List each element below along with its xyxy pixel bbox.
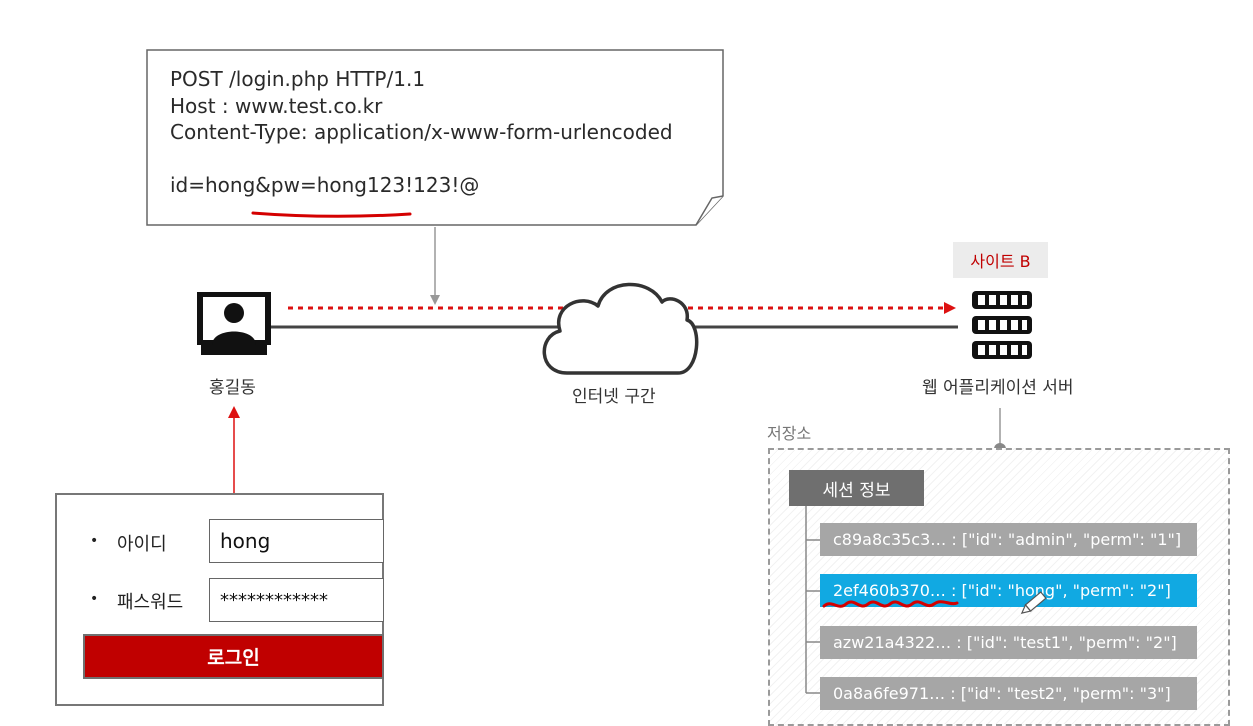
request-host: Host : www.test.co.kr bbox=[170, 93, 383, 118]
cloud-label: 인터넷 구간 bbox=[572, 387, 656, 407]
session-row[interactable]: azw21a4322… : ["id": "test1", "perm": "2… bbox=[820, 626, 1197, 659]
id-label: 아이디 bbox=[117, 534, 167, 555]
site-b-tag: 사이트 B bbox=[953, 242, 1048, 278]
http-request-note bbox=[146, 49, 724, 226]
login-button[interactable]: 로그인 bbox=[83, 634, 384, 679]
session-row[interactable]: 0a8a6fe971… : ["id": "test2", "perm": "3… bbox=[820, 677, 1197, 710]
cloud-icon bbox=[542, 282, 699, 375]
password-input[interactable]: ************ bbox=[209, 578, 384, 622]
request-body: id=hong&pw=hong123!123!@ bbox=[170, 172, 480, 197]
session-row-highlighted[interactable]: 2ef460b370… : ["id": "hong", "perm": "2"… bbox=[820, 574, 1197, 607]
bullet-icon: • bbox=[90, 533, 99, 549]
request-line: POST /login.php HTTP/1.1 bbox=[170, 67, 426, 91]
session-id-squiggle bbox=[822, 600, 959, 608]
credential-underline bbox=[251, 211, 412, 218]
client-label: 홍길동 bbox=[209, 378, 256, 398]
bullet-icon: • bbox=[90, 591, 99, 607]
server-icon bbox=[972, 291, 1032, 359]
http-request-text: POST /login.php HTTP/1.1 Host : www.test… bbox=[170, 66, 673, 198]
storage-label: 저장소 bbox=[767, 424, 812, 443]
user-monitor-icon bbox=[197, 292, 271, 355]
request-content-type: Content-Type: application/x-www-form-url… bbox=[170, 120, 673, 144]
session-row[interactable]: c89a8c35c3… : ["id": "admin", "perm": "1… bbox=[820, 523, 1197, 556]
id-input[interactable]: hong bbox=[209, 519, 384, 563]
pen-cursor-icon bbox=[1020, 591, 1047, 615]
session-info-header: 세션 정보 bbox=[789, 470, 924, 506]
server-label: 웹 어플리케이션 서버 bbox=[922, 378, 1074, 398]
password-label: 패스워드 bbox=[117, 592, 184, 613]
